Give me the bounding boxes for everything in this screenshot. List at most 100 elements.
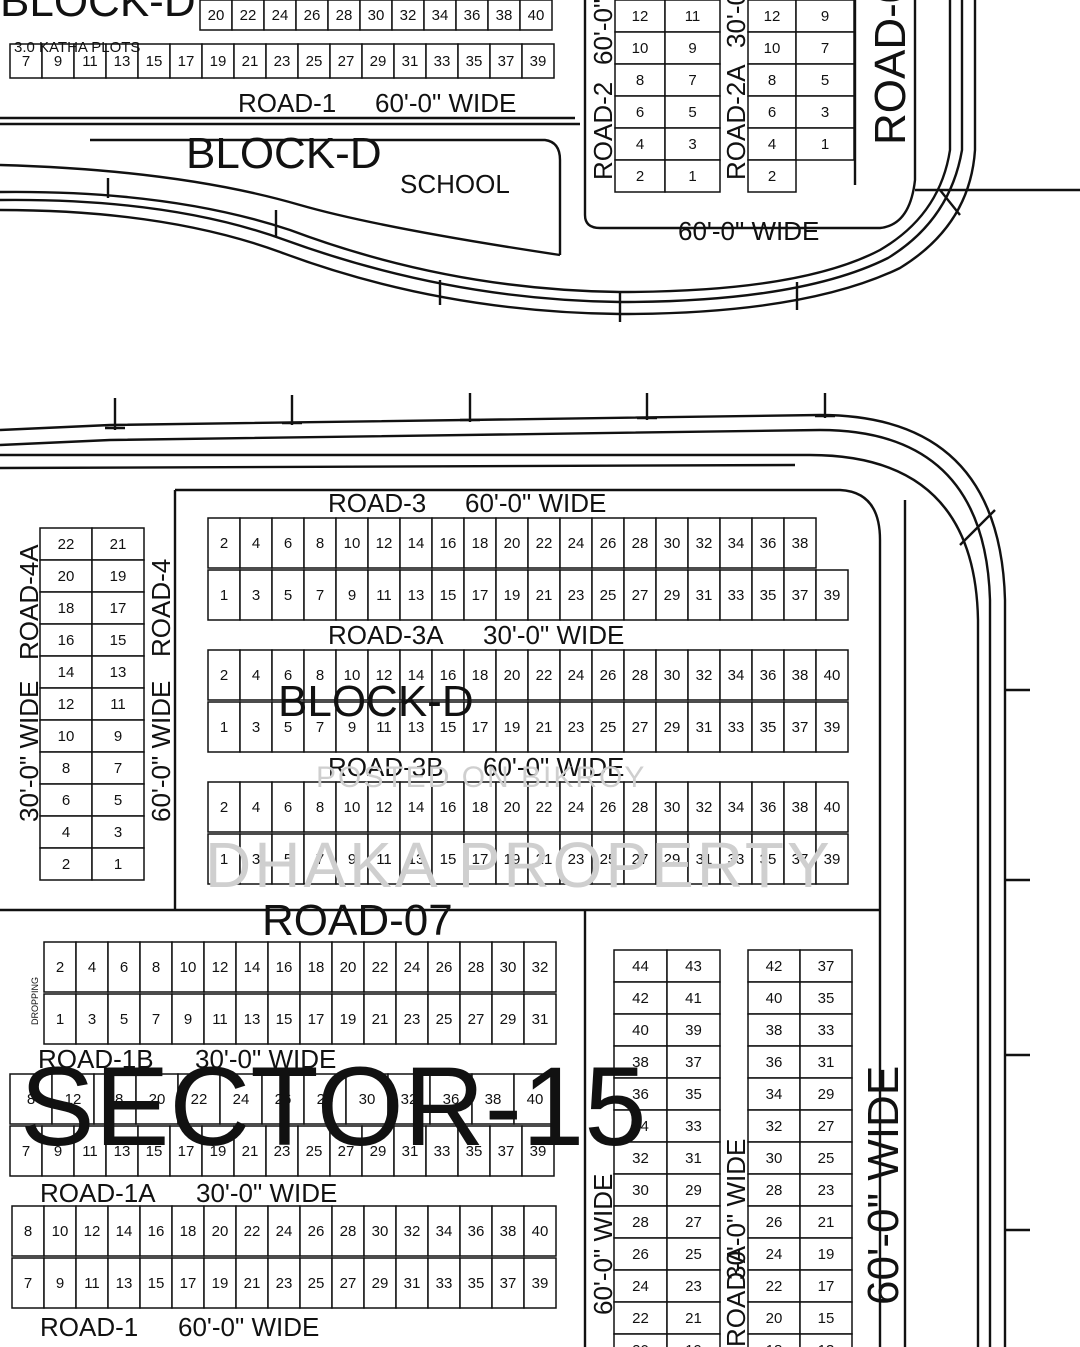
col-r1b-plot-number: 37 xyxy=(685,1054,702,1071)
road3-bottom-cell xyxy=(495,569,529,621)
top-right-right-cell xyxy=(795,63,855,97)
col-r1b-plot-number: 35 xyxy=(685,1086,702,1103)
road3b-top-cell xyxy=(655,781,689,833)
top-strip-bottom-plot-number: 19 xyxy=(210,53,227,70)
road3b-top-cell xyxy=(527,781,561,833)
sector-top-cell xyxy=(303,1073,347,1125)
col-r2b-plot-number: 25 xyxy=(818,1150,835,1167)
road3a-bottom-plot-number: 27 xyxy=(632,719,649,736)
sector-top-plot-number: 8 xyxy=(27,1091,35,1108)
road3-bottom-cell xyxy=(687,569,721,621)
road3a-bottom-plot-number: 7 xyxy=(316,719,324,736)
col-r2b-plot-number: 27 xyxy=(818,1118,835,1135)
road3-bottom-plot-number: 5 xyxy=(284,587,292,604)
top-mid-left-plot-number: 6 xyxy=(636,104,644,121)
top-strip-top-plot-number: 24 xyxy=(272,7,289,24)
sector-top-cell xyxy=(51,1073,95,1125)
top-mid-right-plot-number: 3 xyxy=(688,136,696,153)
top-mid-right-plot-number: 11 xyxy=(685,8,701,25)
top-mid-right-plot-number: 1 xyxy=(688,168,696,185)
road3a-bottom-cell xyxy=(719,701,753,753)
top-strip-bottom-cell xyxy=(169,43,203,79)
top-strip-top-plot-number: 20 xyxy=(208,7,225,24)
bottom-top-cell xyxy=(299,1205,333,1257)
col-r2a-cell xyxy=(747,1269,801,1303)
left-col-a-plot-number: 20 xyxy=(58,568,75,585)
road3b-bottom-plot-number: 33 xyxy=(728,851,745,868)
top-road-1-label: ROAD-1 xyxy=(238,88,336,118)
col-r1a-cell xyxy=(613,1301,668,1335)
road3a-bottom-cell xyxy=(527,701,561,753)
road-4a-label: ROAD-4A xyxy=(14,544,44,660)
road3-bottom-plot-number: 37 xyxy=(792,587,809,604)
top-right-left-plot-number: 10 xyxy=(764,40,781,57)
road07-top-cell xyxy=(171,941,205,993)
top-right-right-plot-number: 3 xyxy=(821,104,829,121)
bottom-top-plot-number: 10 xyxy=(52,1223,69,1240)
road3a-top-plot-number: 4 xyxy=(252,667,260,684)
road3b-bottom-plot-number: 29 xyxy=(664,851,681,868)
mid-road-width-a: 60'-0" WIDE xyxy=(588,1174,618,1315)
left-col-a-plot-number: 14 xyxy=(58,664,75,681)
road07-bottom-plot-number: 29 xyxy=(500,1011,517,1028)
col-r1b-cell xyxy=(666,949,721,983)
road07-bottom-cell xyxy=(299,993,333,1045)
road3a-bottom-plot-number: 25 xyxy=(600,719,617,736)
top-strip-bottom-plot-number: 9 xyxy=(54,53,62,70)
sector-bottom-plot-number: 33 xyxy=(434,1143,451,1160)
top-strip-bottom-cell xyxy=(137,43,171,79)
top-loop-width: 60'-0" WIDE xyxy=(678,216,819,246)
top-mid-right-cell xyxy=(664,0,721,33)
road3a-bottom-plot-number: 35 xyxy=(760,719,777,736)
road3b-top-plot-number: 36 xyxy=(760,799,777,816)
sector-top-cell xyxy=(513,1073,557,1125)
road3a-top-plot-number: 22 xyxy=(536,667,553,684)
top-strip-bottom-cell xyxy=(489,43,523,79)
col-r2b-cell xyxy=(799,1205,853,1239)
road3a-top-plot-number: 6 xyxy=(284,667,292,684)
bottom-top-plot-number: 26 xyxy=(308,1223,325,1240)
left-col-a-plot-number: 2 xyxy=(62,856,70,873)
col-r2b-plot-number: 19 xyxy=(818,1246,835,1263)
road07-bottom-plot-number: 9 xyxy=(184,1011,192,1028)
road-2-width: 60'-0" xyxy=(588,0,618,65)
left-col-a-cell xyxy=(39,655,93,689)
sector-bottom-cell xyxy=(201,1125,235,1177)
road3b-top-cell xyxy=(335,781,369,833)
col-r1b-cell xyxy=(666,1109,721,1143)
road-07-label: ROAD-07 xyxy=(262,896,453,945)
road3b-top-plot-number: 28 xyxy=(632,799,649,816)
road07-top-plot-number: 20 xyxy=(340,959,357,976)
road3a-bottom-plot-number: 3 xyxy=(252,719,260,736)
road3-top-plot-number: 6 xyxy=(284,535,292,552)
road-2a-label: ROAD-2A xyxy=(721,64,751,180)
road3-bottom-cell xyxy=(271,569,305,621)
bottom-bottom-plot-number: 33 xyxy=(436,1275,453,1292)
bottom-bottom-plot-number: 11 xyxy=(84,1275,100,1292)
bottom-bottom-plot-number: 7 xyxy=(24,1275,32,1292)
top-right-road-label: ROAD-0 xyxy=(866,0,915,145)
road3b-bottom-cell xyxy=(783,833,817,885)
col-r2b-cell xyxy=(799,1301,853,1335)
road3a-bottom-cell xyxy=(271,701,305,753)
road3a-top-cell xyxy=(815,649,849,701)
bottom-bottom-cell xyxy=(395,1257,429,1309)
road3a-top-cell xyxy=(399,649,433,701)
bottom-bottom-cell xyxy=(107,1257,141,1309)
road3b-bottom-cell xyxy=(367,833,401,885)
road3-top-cell xyxy=(367,517,401,569)
road3-bottom-cell xyxy=(527,569,561,621)
col-r2b-plot-number: 23 xyxy=(818,1182,835,1199)
road3a-bottom-plot-number: 19 xyxy=(504,719,521,736)
col-r2a-cell xyxy=(747,1333,801,1347)
col-r1a-plot-number: 44 xyxy=(632,958,649,975)
col-r1b-plot-number: 33 xyxy=(685,1118,702,1135)
top-mid-left-cell xyxy=(614,95,666,129)
road07-bottom-cell xyxy=(523,993,557,1045)
road07-bottom-plot-number: 21 xyxy=(372,1011,389,1028)
sector-bottom-cell xyxy=(265,1125,299,1177)
road3-top-cell xyxy=(623,517,657,569)
road07-bottom-plot-number: 19 xyxy=(340,1011,357,1028)
top-mid-left-plot-number: 10 xyxy=(632,40,649,57)
